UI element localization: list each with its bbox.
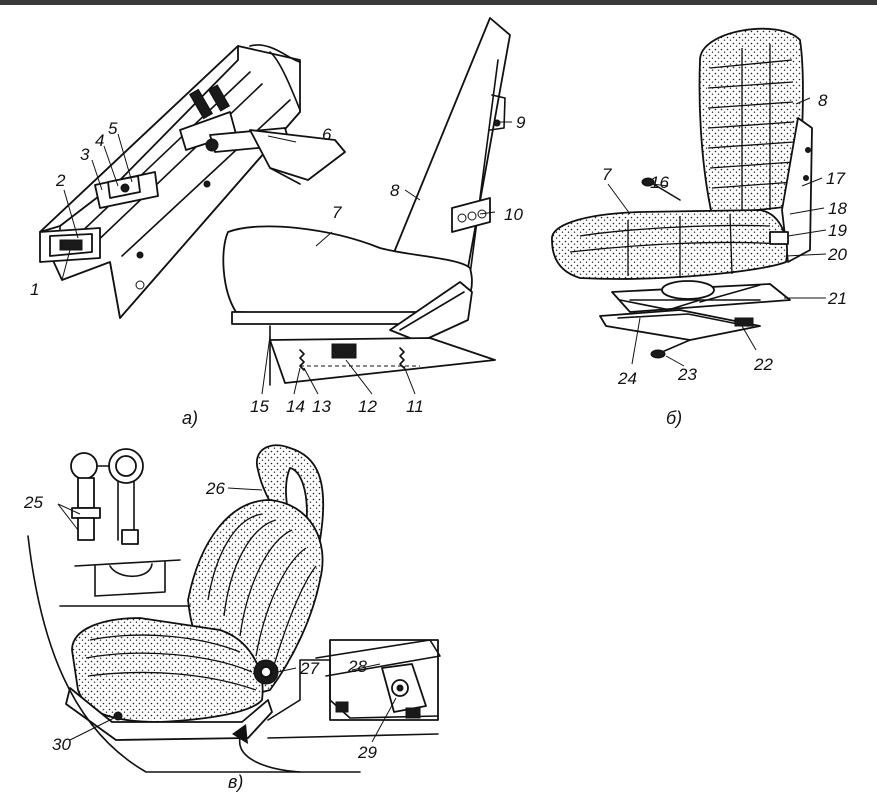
panel-v-passenger-seat [27,444,441,773]
caption-a: а) [182,408,198,428]
callout-labels: 1 2 3 4 5 6 7 8 9 10 11 12 13 14 15 7 8 … [23,91,847,762]
callout-28: 28 [347,657,367,676]
callout-19: 19 [828,221,847,240]
callout-25: 25 [23,493,43,512]
callout-8: 8 [390,181,400,200]
callout-16: 16 [650,173,669,192]
panel-b-suspension-seat [551,27,813,359]
callout-24: 24 [617,369,637,388]
callout-22: 22 [753,355,773,374]
callout-4: 4 [95,131,104,150]
leader-lines [57,97,827,743]
callout-13: 13 [312,397,331,416]
callout-3: 3 [80,145,90,164]
callout-11: 11 [406,397,424,416]
callout-14: 14 [286,397,305,416]
callout-26: 26 [205,479,225,498]
callout-2: 2 [55,171,66,190]
callout-29: 29 [357,743,377,762]
callout-15: 15 [250,397,269,416]
inset-mount-bolt [70,448,181,597]
caption-v: в) [228,772,243,792]
callout-7: 7 [332,203,342,222]
callout-1: 1 [30,280,39,299]
callout-5: 5 [108,119,118,138]
callout-12: 12 [358,397,377,416]
callout-10: 10 [504,205,523,224]
callout-17: 17 [826,169,845,188]
callout-30: 30 [52,735,71,754]
callout-27: 27 [299,659,319,678]
callout-21: 21 [827,289,847,308]
top-border-bar [0,0,877,5]
callout-b8: 8 [818,91,828,110]
caption-b: б) [666,408,682,428]
callout-b7: 7 [602,165,612,184]
callout-23: 23 [677,365,697,384]
callout-20: 20 [827,245,847,264]
callout-6: 6 [322,125,332,144]
panel-a-slide-rail [39,44,346,319]
callout-18: 18 [828,199,847,218]
inset-slide-mechanism [267,639,441,739]
panel-a-seat-side-view [222,17,511,386]
panel-captions: а) б) в) [182,408,682,792]
callout-9: 9 [516,113,526,132]
